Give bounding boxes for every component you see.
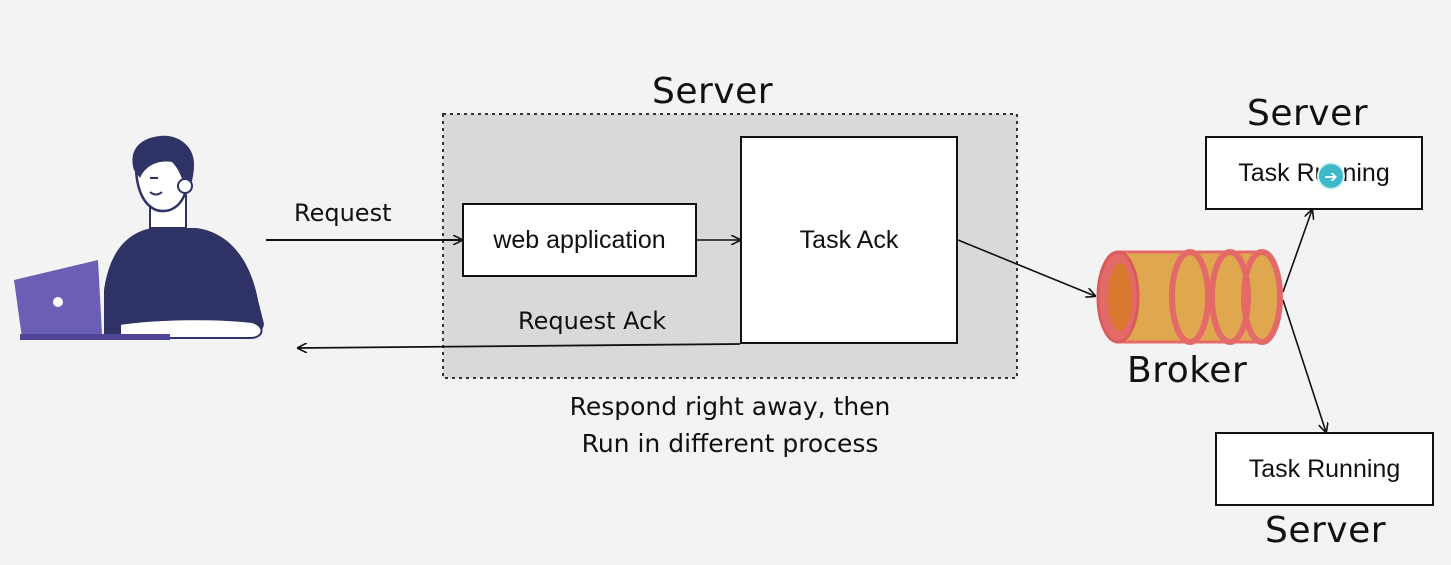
caption: Respond right away, then Run in differen…	[505, 388, 955, 462]
cursor-icon: ➔	[1317, 162, 1345, 190]
broker-to-top-server-arrow	[1282, 210, 1312, 293]
server-bottom-label: Server	[1265, 510, 1387, 551]
server-main-label: Server	[652, 71, 774, 112]
web-application-box: web application	[462, 203, 697, 277]
taskack-to-broker-arrow	[957, 239, 1095, 296]
request-ack-arrow	[298, 344, 741, 348]
task-ack-label: Task Ack	[799, 226, 899, 254]
broker-barrel-icon	[1096, 249, 1283, 345]
server-top-label: Server	[1247, 93, 1369, 134]
broker-to-bottom-server-arrow	[1282, 299, 1326, 432]
web-application-label: web application	[493, 225, 666, 254]
task-ack-box: Task Ack	[740, 136, 958, 344]
task-running-top-label: Task Running	[1238, 158, 1390, 187]
user-illustration	[14, 135, 264, 340]
broker-label: Broker	[1127, 350, 1248, 391]
request-label: Request	[294, 199, 392, 227]
request-ack-label: Request Ack	[518, 307, 667, 335]
caption-line-2: Run in different process	[581, 429, 879, 458]
task-running-top-box: Task Running	[1205, 136, 1423, 210]
caption-line-1: Respond right away, then	[569, 392, 891, 421]
task-running-bottom-box: Task Running	[1215, 432, 1434, 506]
task-running-bottom-label: Task Running	[1248, 454, 1401, 483]
